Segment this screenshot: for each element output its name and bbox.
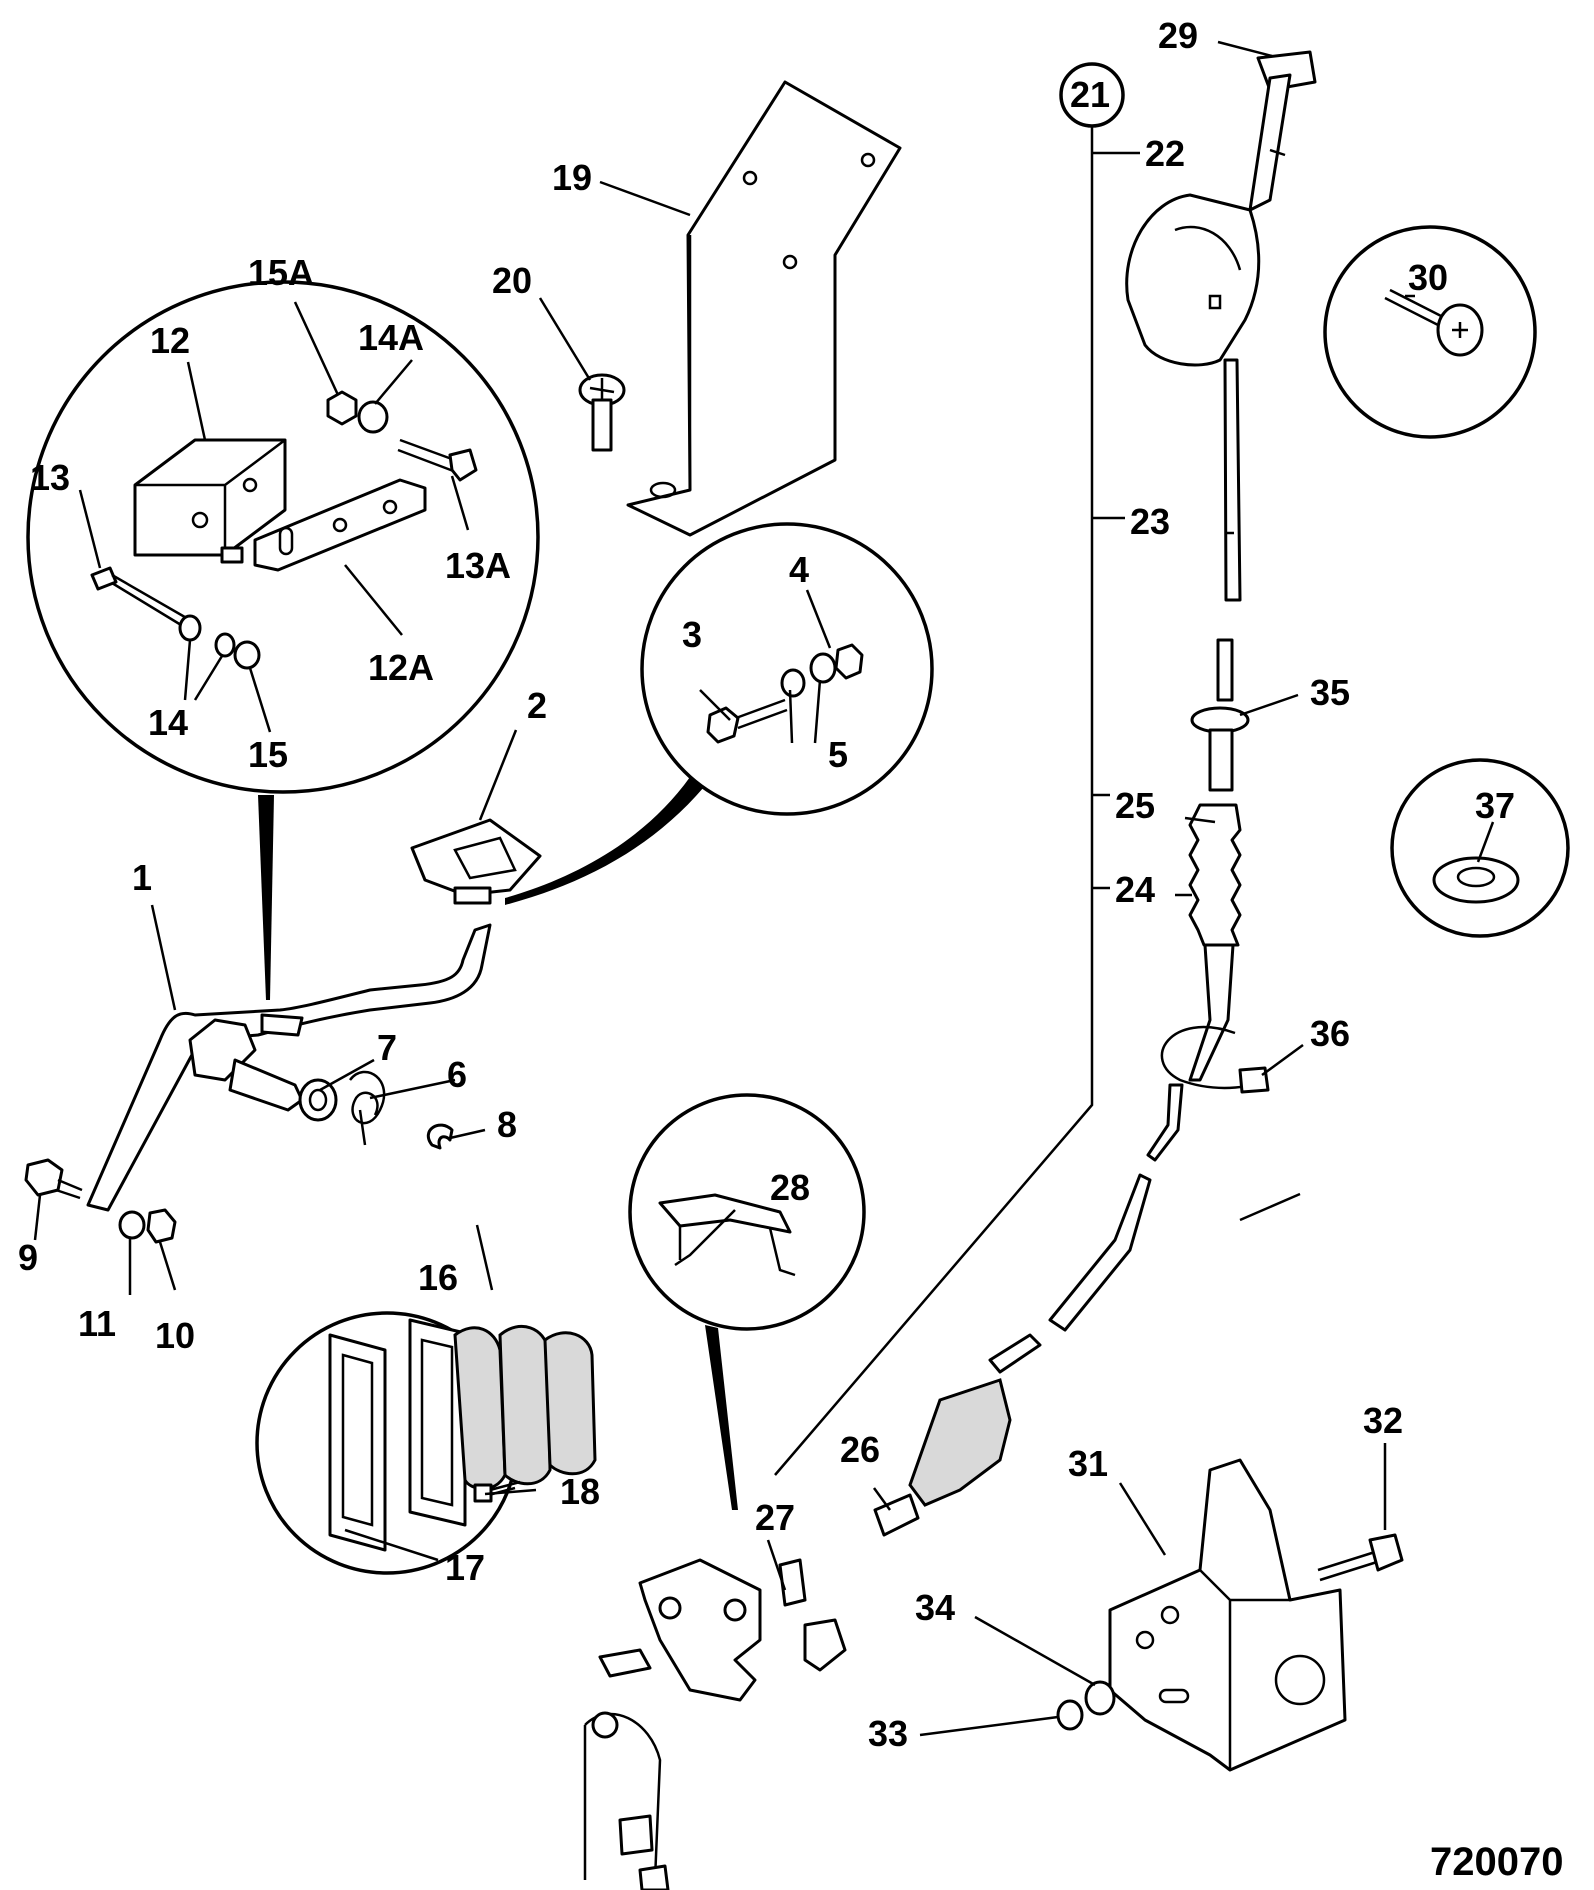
callout-12a: 12A [368, 647, 434, 688]
part-bolt-32 [1317, 1533, 1404, 1582]
callout-labels: 1 2 3 4 5 6 7 8 9 10 11 12 12A 13 13A 14… [18, 15, 1563, 1884]
callout-6: 6 [447, 1054, 467, 1095]
callout-21-bracket [774, 62, 1140, 1476]
detail-circle-clip [628, 1093, 866, 1510]
callout-19: 19 [552, 157, 592, 198]
callout-4: 4 [789, 549, 809, 590]
callout-20: 20 [492, 260, 532, 301]
callout-26: 26 [840, 1429, 880, 1470]
callout-27: 27 [755, 1497, 795, 1538]
callout-36: 36 [1310, 1013, 1350, 1054]
part-knob-2 [410, 818, 542, 905]
callout-14: 14 [148, 702, 188, 743]
callout-12: 12 [150, 320, 190, 361]
callout-32: 32 [1363, 1400, 1403, 1441]
callout-9: 9 [18, 1237, 38, 1278]
detail-circle-grommet [1390, 758, 1570, 938]
part-bracket-19 [626, 80, 902, 537]
callout-21: 21 [1070, 74, 1110, 115]
callout-5: 5 [828, 734, 848, 775]
callout-37: 37 [1475, 785, 1515, 826]
callout-23: 23 [1130, 501, 1170, 542]
callout-2: 2 [527, 685, 547, 726]
callout-35: 35 [1310, 672, 1350, 713]
callout-14a: 14A [358, 317, 424, 358]
leader-lines [33, 40, 1495, 1737]
callout-22: 22 [1145, 133, 1185, 174]
part-washer-34-nut-33 [1056, 1680, 1116, 1731]
callout-33: 33 [868, 1713, 908, 1754]
detail-circle-switch [26, 280, 540, 1000]
part-control-lever-29-22 [1125, 50, 1317, 367]
callout-16: 16 [418, 1257, 458, 1298]
part-outer-cable-26 [873, 1173, 1152, 1537]
callout-15a: 15A [248, 252, 314, 293]
callout-1: 1 [132, 857, 152, 898]
part-grommet-35 [1190, 706, 1250, 792]
callout-3: 3 [682, 614, 702, 655]
part-bracket-31 [1108, 1458, 1347, 1772]
part-inner-cable-23 [1216, 358, 1242, 702]
callout-11: 11 [78, 1303, 116, 1344]
part-lever-1 [86, 923, 492, 1212]
callout-17: 17 [445, 1547, 485, 1588]
part-gaiter-24-25 [1146, 803, 1242, 1162]
callout-30: 30 [1408, 257, 1448, 298]
callout-34: 34 [915, 1587, 955, 1628]
drawing-number: 720070 [1430, 1840, 1563, 1884]
callout-24: 24 [1115, 869, 1155, 910]
detail-circle-gaiter [255, 1311, 597, 1575]
detail-circle-screw [1323, 225, 1537, 439]
callout-31: 31 [1068, 1443, 1108, 1484]
callout-7: 7 [377, 1027, 397, 1068]
callout-28: 28 [770, 1167, 810, 1208]
part-screw-20 [578, 373, 626, 452]
callout-10: 10 [155, 1315, 195, 1356]
callout-13: 13 [30, 457, 70, 498]
part-linkage-27 [583, 1558, 847, 1890]
part-clip-36 [1160, 1026, 1270, 1094]
part-spring-and-washers [298, 1070, 454, 1150]
callout-13a: 13A [445, 545, 511, 586]
callout-25: 25 [1115, 785, 1155, 826]
callout-29: 29 [1158, 15, 1198, 56]
callout-8: 8 [497, 1104, 517, 1145]
detail-circle-bolt [505, 522, 934, 905]
callout-18: 18 [560, 1471, 600, 1512]
callout-15: 15 [248, 734, 288, 775]
part-pivot-and-nut [24, 1158, 177, 1244]
